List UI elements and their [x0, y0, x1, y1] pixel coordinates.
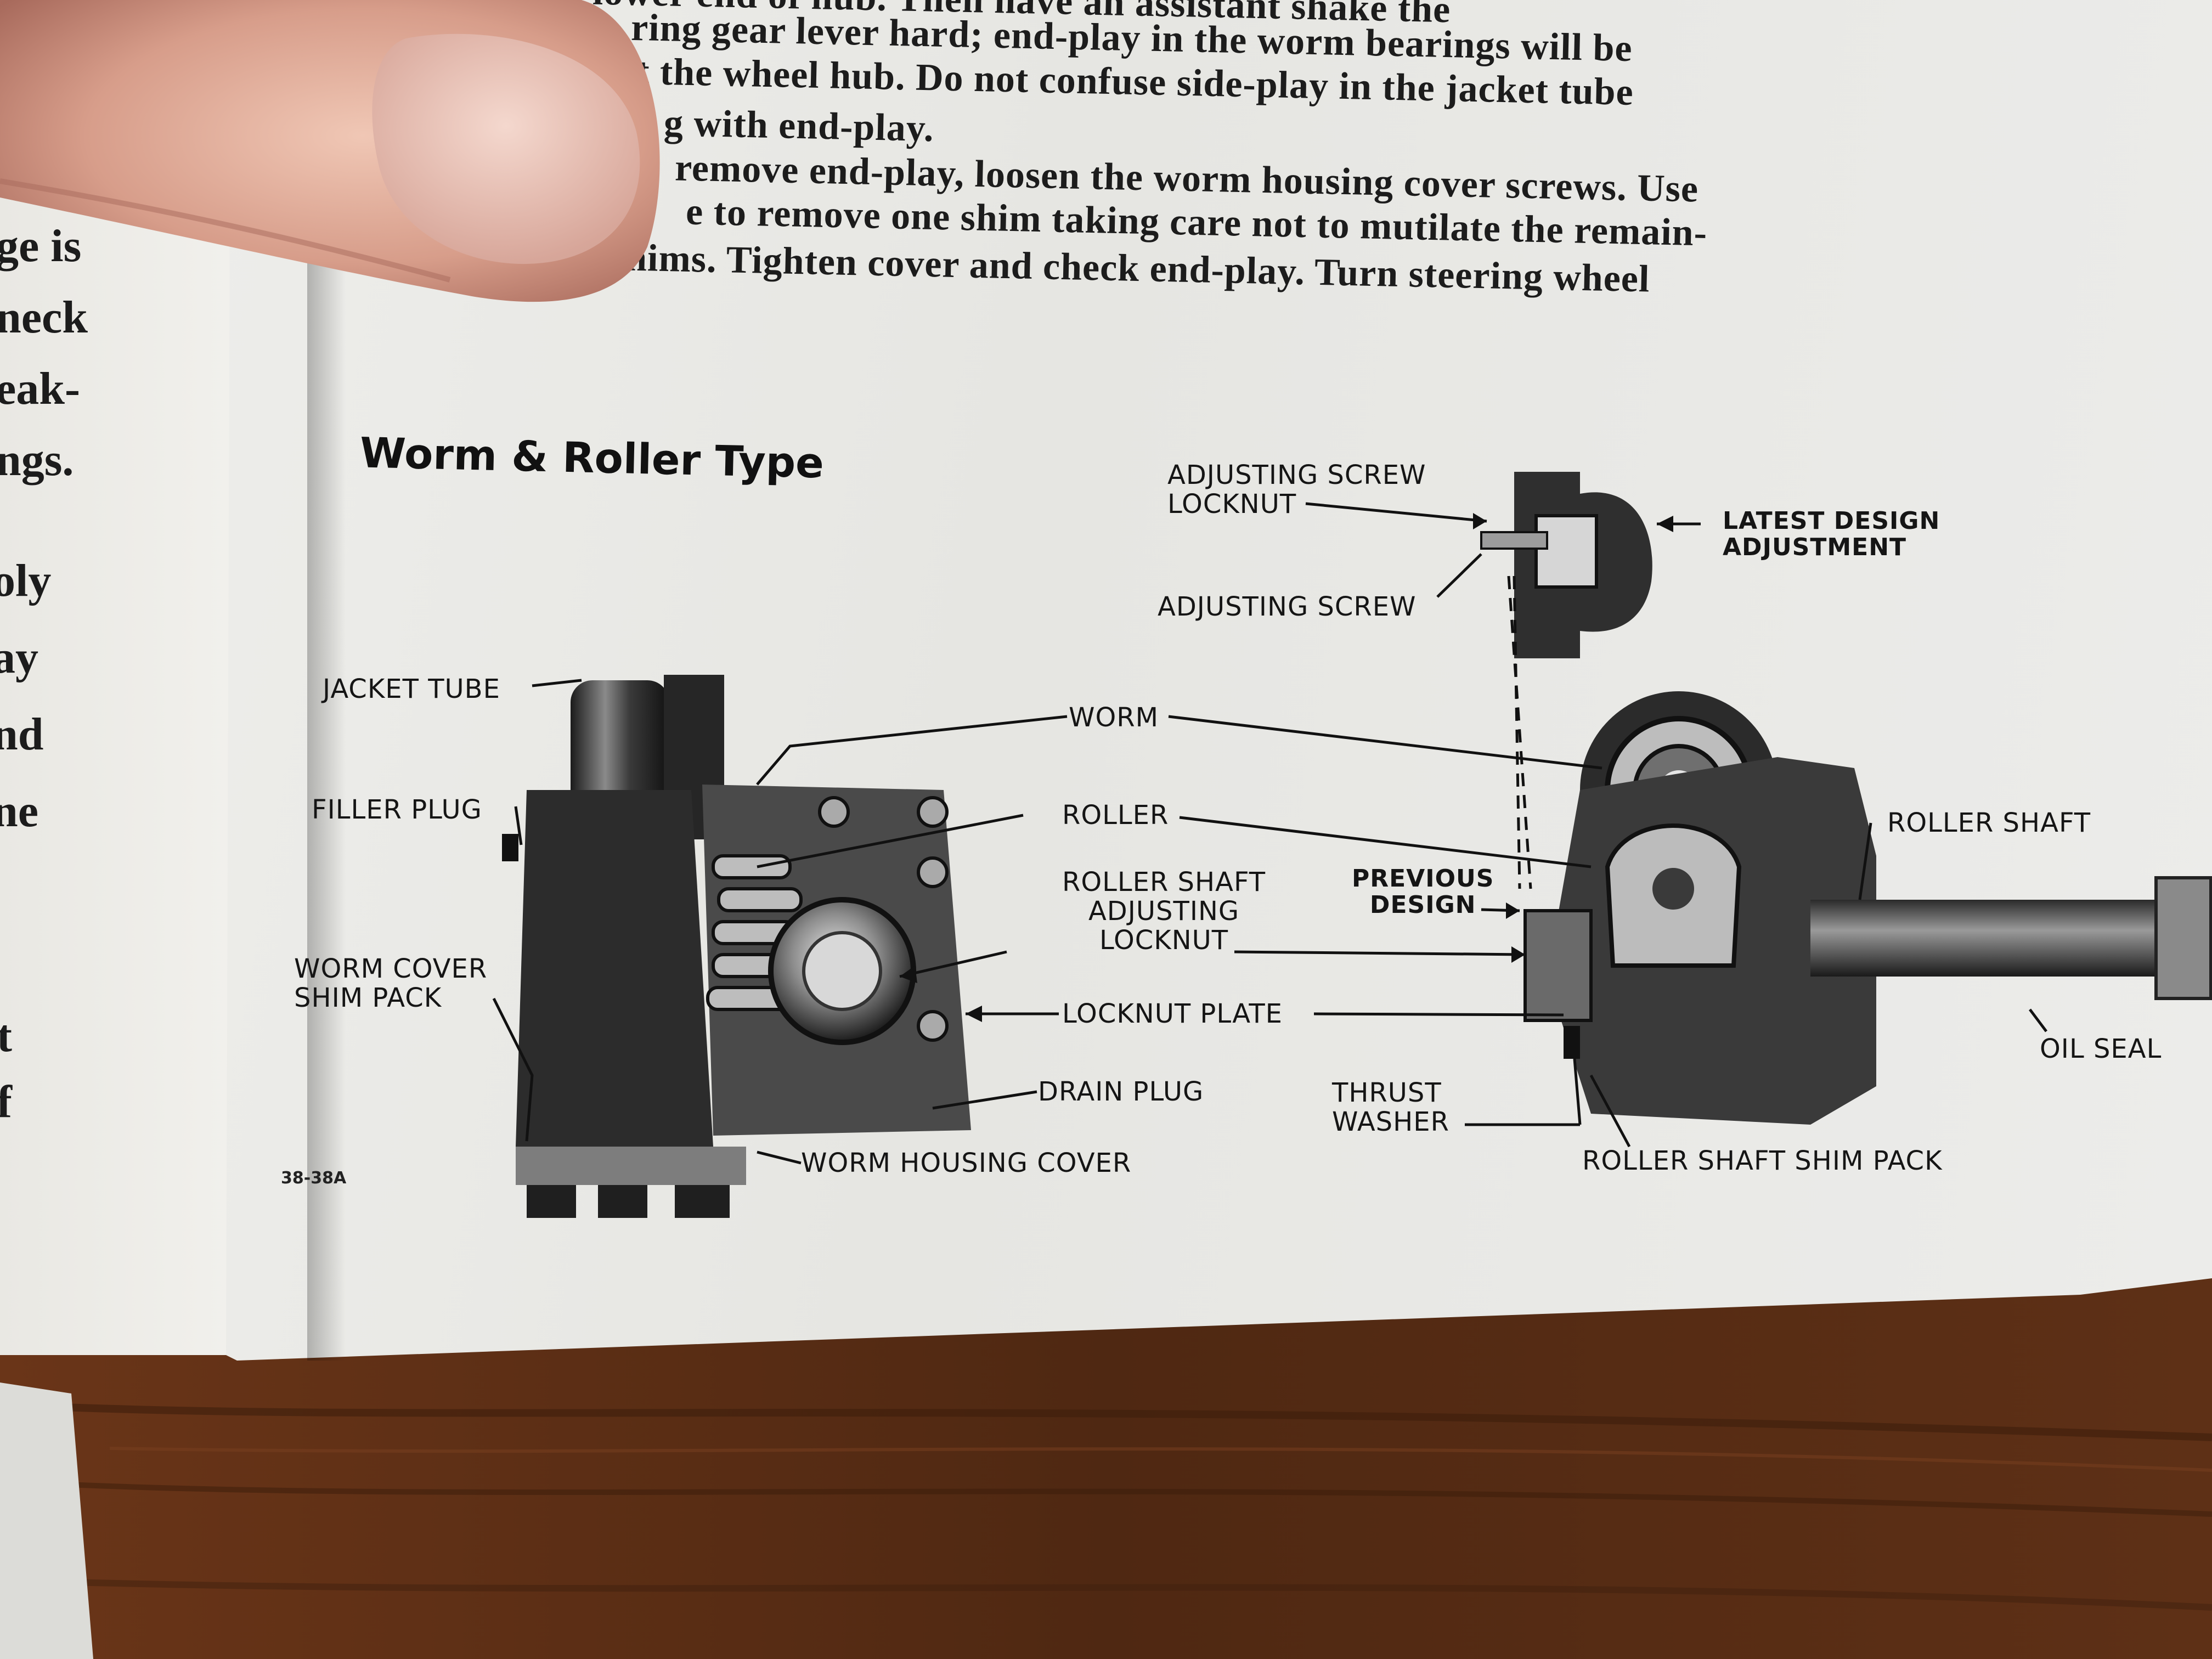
left-fragment: ge is [0, 221, 82, 272]
label-locknut-plate: LOCKNUT PLATE [1062, 998, 1283, 1029]
latest-design-inset [1480, 472, 1652, 658]
label-adjusting-screw: ADJUSTING SCREW [1158, 591, 1417, 622]
left-fragment: f [0, 1076, 12, 1127]
label-roller: ROLLER [1062, 800, 1169, 831]
figure-number: 38-38A [281, 1169, 347, 1188]
label-filler-plug: FILLER PLUG [312, 794, 482, 825]
left-fragment: eak- [0, 363, 80, 414]
label-roller-shaft-adjusting-locknut: ROLLER SHAFT ADJUSTING LOCKNUT [1062, 867, 1266, 956]
label-jacket-tube: JACKET TUBE [323, 674, 500, 704]
label-roller-shaft: ROLLER SHAFT [1887, 808, 2091, 838]
label-worm-housing-cover: WORM HOUSING COVER [801, 1148, 1132, 1178]
left-fragment: oly [0, 555, 52, 606]
label-latest-design-adjustment: LATEST DESIGN ADJUSTMENT [1723, 507, 1940, 562]
label-worm-cover-shim-pack: WORM COVER SHIM PACK [294, 953, 488, 1013]
cloth [0, 1383, 93, 1659]
left-fragment: t [0, 1011, 12, 1062]
label-thrust-washer: THRUST WASHER [1332, 1077, 1449, 1137]
label-worm: WORM [1069, 702, 1159, 733]
left-fragment: ay [0, 632, 38, 683]
leader-arrowheads [900, 513, 1673, 1022]
worm-gear-housing [502, 675, 971, 1218]
left-fragment: nd [0, 709, 44, 760]
label-adjusting-screw-locknut: ADJUSTING SCREW LOCKNUT [1167, 460, 1426, 520]
label-oil-seal: OIL SEAL [2040, 1034, 2162, 1064]
label-previous-design: PREVIOUS DESIGN [1352, 865, 1494, 919]
label-roller-shaft-shim-pack: ROLLER SHAFT SHIM PACK [1582, 1146, 1943, 1176]
leader-lines [492, 502, 2047, 1165]
left-fragment: neck [0, 292, 88, 343]
label-drain-plug: DRAIN PLUG [1038, 1076, 1204, 1107]
left-fragment: ngs. [0, 435, 74, 486]
roller-shaft-housing [1523, 691, 2212, 1125]
left-fragment: ne [0, 786, 38, 837]
